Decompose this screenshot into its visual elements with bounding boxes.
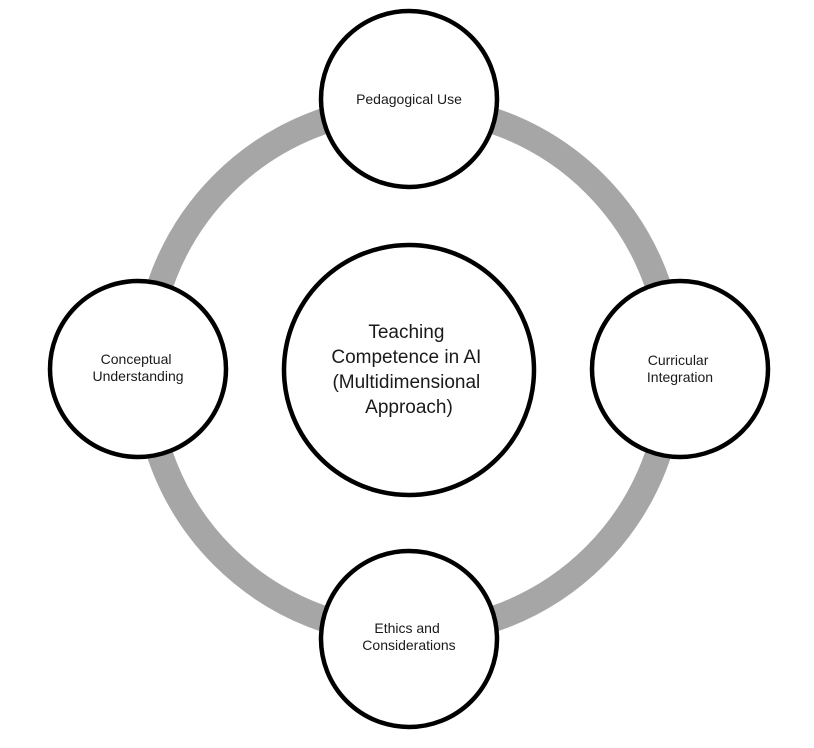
- node-curricular-integration-label-line-2: Integration: [647, 369, 713, 385]
- svg-text:Conceptual Understanding: Conceptual Understanding: [92, 351, 183, 384]
- node-conceptual-understanding: Conceptual Understanding: [47, 278, 229, 460]
- node-ethics-considerations-label-line-2: Considerations: [362, 637, 455, 653]
- node-conceptual-understanding-label-line-2: Understanding: [92, 368, 183, 384]
- svg-text:Curricular Integration: Curricular Integration: [647, 352, 713, 385]
- node-ethics-considerations-label-line-1: Ethics and: [374, 620, 439, 636]
- svg-text:Teaching Competence in A: Teaching Competence in AI (Multidimensio…: [331, 322, 486, 418]
- node-pedagogical-use-label: Pedagogical Use: [356, 91, 462, 107]
- svg-text:Ethics and Consideration: Ethics and Considerations: [362, 620, 455, 653]
- node-pedagogical-use: Pedagogical Use: [318, 8, 500, 190]
- node-ethics-considerations-shape: [318, 548, 500, 730]
- center-circle: Teaching Competence in AI (Multidimensio…: [281, 242, 537, 498]
- center-label-line-3: (Multidimensional: [332, 372, 480, 393]
- node-curricular-integration: Curricular Integration: [589, 278, 771, 460]
- node-conceptual-understanding-shape: [47, 278, 229, 460]
- node-curricular-integration-shape: [589, 278, 771, 460]
- node-ethics-considerations: Ethics and Considerations: [318, 548, 500, 730]
- center-circle-shape: [281, 242, 537, 498]
- node-pedagogical-use-shape: [318, 8, 500, 190]
- center-label-line-2: Competence in AI: [331, 347, 481, 368]
- svg-text:Pedagogical Use: Pedagogical Use: [356, 91, 462, 107]
- node-conceptual-understanding-label-line-1: Conceptual: [101, 351, 172, 367]
- node-curricular-integration-label-line-1: Curricular: [648, 352, 709, 368]
- center-label-line-4: Approach): [365, 397, 453, 418]
- center-label-line-1: Teaching: [368, 322, 444, 343]
